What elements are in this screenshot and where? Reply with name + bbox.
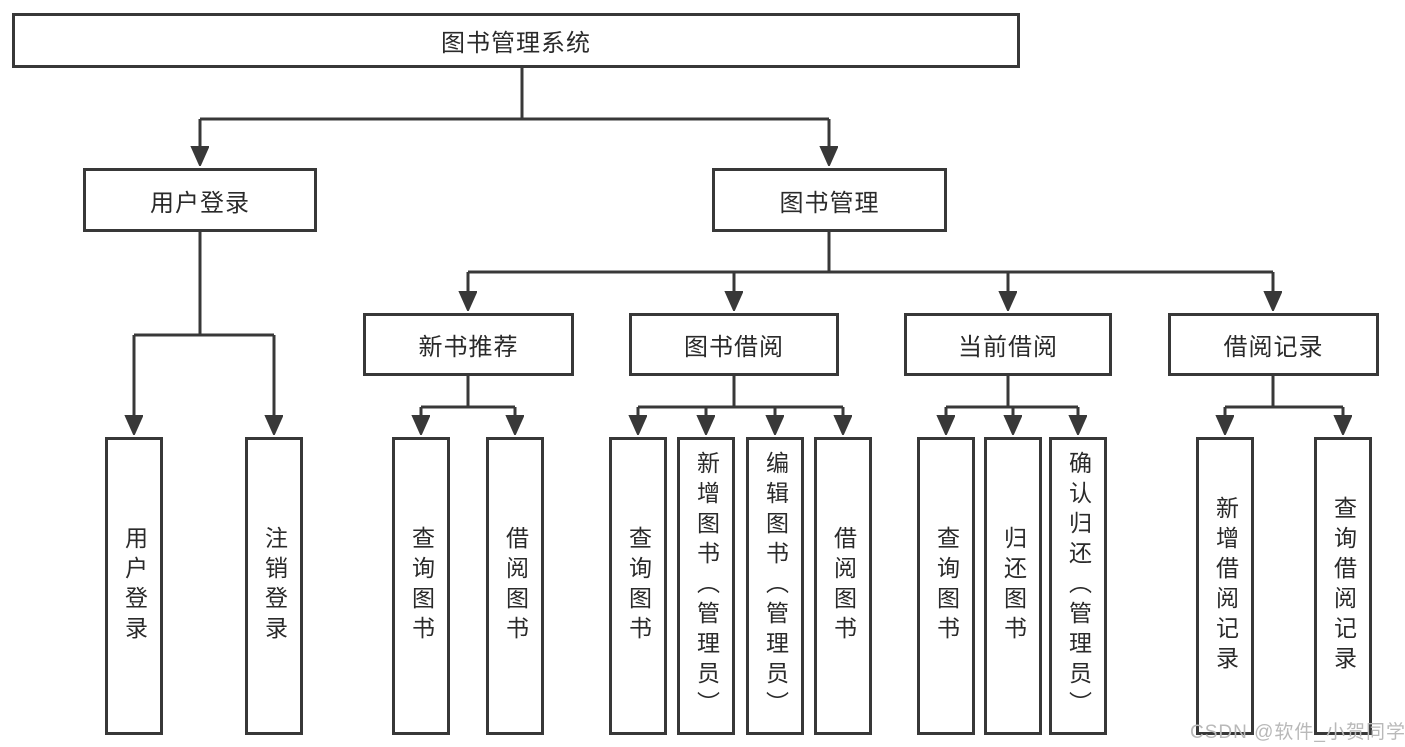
- node-label: 当前借阅: [958, 334, 1058, 361]
- node-label: 用户登录: [121, 526, 148, 646]
- node-new-book-recommend: 新书推荐: [363, 313, 574, 376]
- node-label: 查询图书: [625, 526, 652, 646]
- node-label: 查询图书: [933, 526, 960, 646]
- node-label: 新增借阅记录: [1212, 496, 1239, 676]
- node-label: 编辑图书（管理员）: [762, 451, 789, 721]
- node-label: 借阅记录: [1223, 334, 1324, 361]
- leaf-add-borrow-record: 新增借阅记录: [1196, 437, 1254, 735]
- leaf-query-books-3: 查询图书: [917, 437, 975, 735]
- node-label: 归还图书: [1000, 526, 1027, 646]
- leaf-return-book: 归还图书: [984, 437, 1042, 735]
- leaf-query-books-1: 查询图书: [392, 437, 450, 735]
- leaf-borrow-books-2: 借阅图书: [814, 437, 872, 735]
- node-label: 图书借阅: [684, 334, 784, 361]
- node-label: 确认归还（管理员）: [1065, 451, 1092, 721]
- leaf-borrow-books-1: 借阅图书: [486, 437, 544, 735]
- node-book-management: 图书管理: [712, 168, 947, 232]
- node-book-borrowing: 图书借阅: [629, 313, 839, 376]
- node-label: 用户登录: [150, 189, 250, 217]
- node-label: 借阅图书: [830, 526, 857, 646]
- node-current-borrowing: 当前借阅: [904, 313, 1112, 376]
- csdn-watermark: CSDN @软件_小贺同学: [1190, 722, 1405, 743]
- node-label: 新增图书（管理员）: [693, 451, 720, 721]
- leaf-edit-book-admin: 编辑图书（管理员）: [746, 437, 804, 735]
- node-label: 图书管理: [779, 189, 880, 217]
- node-label: 查询图书: [408, 526, 435, 646]
- node-borrowing-records: 借阅记录: [1168, 313, 1379, 376]
- leaf-confirm-return-admin: 确认归还（管理员）: [1049, 437, 1107, 735]
- node-user-login: 用户登录: [83, 168, 317, 232]
- node-library-management-system: 图书管理系统: [12, 13, 1020, 68]
- node-label: 借阅图书: [502, 526, 529, 646]
- leaf-user-login: 用户登录: [105, 437, 163, 735]
- node-label: 图书管理系统: [441, 30, 591, 57]
- leaf-query-books-2: 查询图书: [609, 437, 667, 735]
- node-label: 注销登录: [261, 526, 288, 646]
- leaf-query-borrow-record: 查询借阅记录: [1314, 437, 1372, 735]
- node-label: 新书推荐: [418, 334, 519, 361]
- node-label: 查询借阅记录: [1330, 496, 1357, 676]
- leaf-logout: 注销登录: [245, 437, 303, 735]
- leaf-add-book-admin: 新增图书（管理员）: [677, 437, 735, 735]
